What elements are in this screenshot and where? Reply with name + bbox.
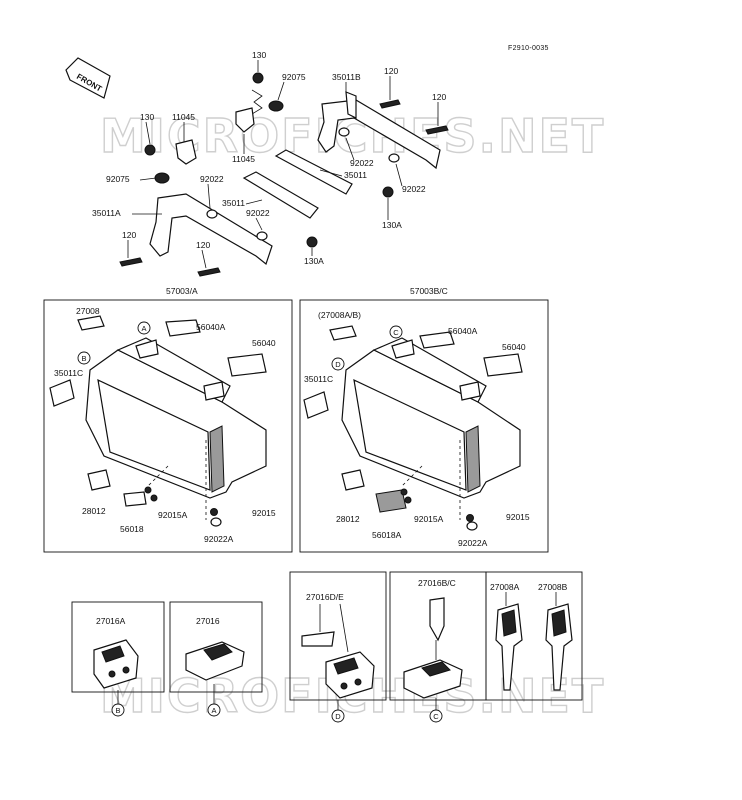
callout-28012: 28012 <box>336 514 360 524</box>
callout-92022: 92022 <box>402 184 426 194</box>
callout-130a: 130A <box>382 220 402 230</box>
clamp-11045-right <box>235 107 255 133</box>
lock-tag-d-circle <box>331 709 345 723</box>
callout-35011b: 35011B <box>332 72 361 82</box>
callout-92075: 92075 <box>282 72 306 82</box>
lock-tag-d-label: D <box>335 712 341 721</box>
tag-b-label: B <box>81 354 86 363</box>
callout-92022: 92022 <box>200 174 224 184</box>
saddlebag-left <box>85 337 267 520</box>
callout-11045: 11045 <box>172 112 195 122</box>
left-case-box <box>43 299 293 553</box>
keys-box <box>485 571 583 701</box>
callout-27008a-b: (27008A/B) <box>318 310 361 320</box>
callout-35011: 35011 <box>222 198 245 208</box>
callout-92015: 92015 <box>506 512 530 522</box>
key-27008b-icon <box>545 603 573 691</box>
callout-27016: 27016 <box>196 616 220 626</box>
callout-27008a: 27008A <box>490 582 520 592</box>
bracket-35011b <box>317 91 441 170</box>
callout-92022: 92022 <box>350 158 374 168</box>
lock-27016a-icon <box>93 639 139 689</box>
callout-11045: 11045 <box>232 154 255 164</box>
callout-92015: 92015 <box>252 508 276 518</box>
callout-56018a: 56018A <box>372 530 402 540</box>
bolts-120 <box>119 99 449 277</box>
callout-92022: 92022 <box>246 208 270 218</box>
tag-a-label: A <box>141 324 146 333</box>
callout-92022a: 92022A <box>204 534 234 544</box>
diagram-code: F2910-0035 <box>508 45 549 52</box>
tag-c-circle <box>389 325 403 339</box>
tag-d-label: D <box>335 360 341 369</box>
callout-35011c: 35011C <box>54 368 83 378</box>
callout-27016d-e: 27016D/E <box>306 592 344 602</box>
bolt-130-left <box>144 144 156 156</box>
callout-130a: 130A <box>304 256 324 266</box>
callout-92075: 92075 <box>106 174 130 184</box>
callout-28012: 28012 <box>82 506 106 516</box>
tag-a-circle <box>137 321 151 335</box>
nut-92075-left <box>154 172 170 184</box>
key-27008a-icon <box>495 603 523 691</box>
bar-35011-upper <box>274 149 353 195</box>
saddlebag-right <box>341 337 521 520</box>
tag-b-circle <box>77 351 91 365</box>
callout-56040: 56040 <box>502 342 526 352</box>
tag-c-label: C <box>393 328 399 337</box>
lock-27016b-c-icon <box>403 597 463 699</box>
callout-92022a: 92022A <box>458 538 488 548</box>
right-case-small-parts <box>303 325 523 531</box>
lock-box-27016 <box>169 601 263 693</box>
callout-27016a: 27016A <box>96 616 126 626</box>
lock-tag-a-label: A <box>211 706 216 715</box>
callout-120: 120 <box>432 92 446 102</box>
assembly-57003-a: 57003/A <box>166 286 198 296</box>
callout-130: 130 <box>140 112 154 122</box>
washers-92022 <box>206 127 400 241</box>
callout-56018: 56018 <box>120 524 144 534</box>
callout-92015a: 92015A <box>414 514 444 524</box>
bracket-35011a <box>149 193 273 266</box>
callout-120: 120 <box>384 66 398 76</box>
callout-92015a: 92015A <box>158 510 188 520</box>
left-case-small-parts <box>49 315 267 527</box>
callout-120: 120 <box>122 230 136 240</box>
tag-d-circle <box>331 357 345 371</box>
lock-tag-c-circle <box>429 709 443 723</box>
callout-130: 130 <box>252 50 266 60</box>
lock-27016d-e-icon <box>301 631 375 699</box>
callout-56040a: 56040A <box>448 326 478 336</box>
nuts-130a <box>306 186 394 248</box>
leader-lines-top <box>127 60 439 269</box>
nut-92075-top <box>268 100 284 112</box>
lock-tag-b-label: B <box>115 706 120 715</box>
callout-27008: 27008 <box>76 306 100 316</box>
callout-56040a: 56040A <box>196 322 226 332</box>
lock-tag-a-circle <box>207 703 221 717</box>
lock-tag-c-label: C <box>433 712 439 721</box>
callout-27008b: 27008B <box>538 582 568 592</box>
callout-35011c: 35011C <box>304 374 333 384</box>
front-arrow-icon: FRONT <box>65 57 111 99</box>
callout-35011a: 35011A <box>92 208 121 218</box>
bar-35011-lower <box>242 171 319 219</box>
lock-27016-icon <box>185 641 245 681</box>
clamp-11045-left <box>175 139 197 165</box>
callout-120: 120 <box>196 240 210 250</box>
right-case-box <box>299 299 549 553</box>
bolt-130-top <box>251 72 264 115</box>
callout-56040: 56040 <box>252 338 276 348</box>
assembly-57003b-c: 57003B/C <box>410 286 448 296</box>
callout-27016b-c: 27016B/C <box>418 578 456 588</box>
lock-tag-b-circle <box>111 703 125 717</box>
callout-35011: 35011 <box>344 170 367 180</box>
